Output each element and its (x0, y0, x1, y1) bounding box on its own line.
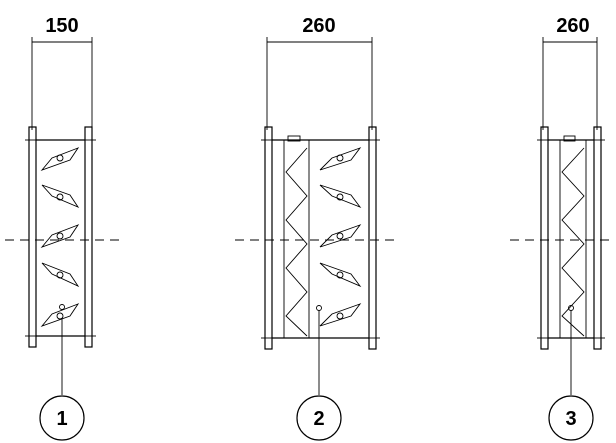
callout-label-unit-1: 1 (56, 408, 67, 430)
frame-unit-3 (537, 126, 605, 350)
frame-unit-2 (261, 126, 380, 350)
callout-label-unit-3: 3 (565, 408, 576, 430)
dampers-unit-1 (40, 147, 80, 327)
dimension-label-unit-2: 260 (302, 15, 335, 37)
dimension-unit-3: 260 (542, 15, 598, 130)
callout-unit-1: 1 (39, 318, 85, 441)
unit-3: 260 3 (510, 15, 615, 441)
callout-unit-2: 2 (296, 311, 342, 441)
filter-unit-2 (283, 140, 310, 338)
filter-unit-3 (559, 140, 587, 338)
dimension-unit-2: 260 (266, 15, 373, 130)
unit-2: 260 2 (235, 15, 395, 441)
dampers-unit-2 (316, 147, 362, 327)
dimension-label-unit-3: 260 (556, 15, 589, 37)
frame-unit-1 (25, 126, 96, 348)
unit-1: 150 1 (5, 15, 120, 441)
dimension-unit-1: 150 (31, 15, 93, 130)
callout-label-unit-2: 2 (313, 408, 324, 430)
dimension-label-unit-1: 150 (45, 15, 78, 37)
callout-unit-3: 3 (548, 311, 594, 441)
